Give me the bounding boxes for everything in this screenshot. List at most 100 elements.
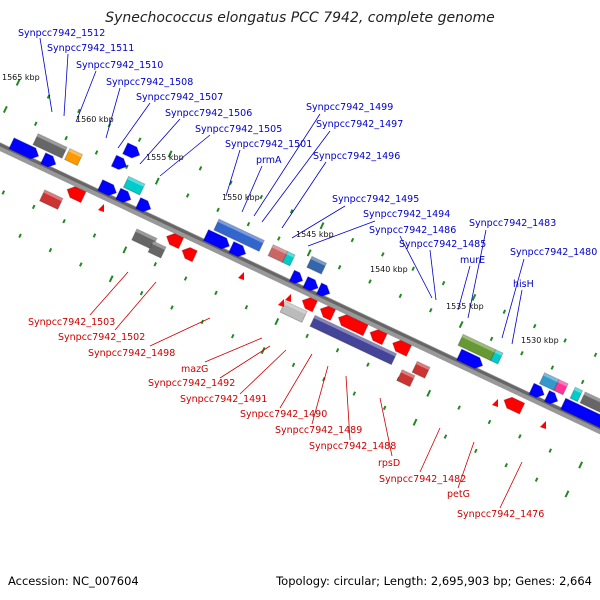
scale-label: 1540 kbp [370,265,408,274]
gene-label[interactable]: Synpcc7942_1508 [106,77,193,88]
leader-line [225,149,241,197]
gene-label[interactable]: Synpcc7942_1476 [457,509,544,520]
gene-label[interactable]: petG [447,489,470,500]
leader-line [457,441,475,489]
feature-track [8,133,600,429]
tick-mark [154,177,160,185]
gene-arrow [337,314,369,337]
gene-label[interactable]: Synpcc7942_1491 [180,394,267,405]
gene-label[interactable]: Synpcc7942_1502 [58,332,145,343]
gene-arrow [181,246,199,263]
gene-label[interactable]: Synpcc7942_1507 [136,92,223,103]
gene-block [489,349,504,365]
tick-mark [382,405,387,411]
tick-mark [259,194,264,200]
tick-mark [170,305,174,310]
gene-arrow [301,297,319,313]
gene-label[interactable]: Synpcc7942_1483 [469,218,556,229]
tick-mark [198,166,203,171]
tick-mark [335,348,340,353]
gene-block [538,372,560,392]
tick-mark [471,293,477,302]
leader-line [291,205,346,239]
gene-label[interactable]: Synpcc7942_1497 [316,119,403,130]
tick-mark [487,419,492,425]
gene-label[interactable]: Synpcc7942_1490 [240,409,327,420]
gene-label[interactable]: Synpcc7942_1512 [18,28,105,39]
scale-label: 1560 kbp [76,115,114,124]
tick-mark [412,418,418,426]
reverse-gene-labels: Synpcc7942_1503 Synpcc7942_1502 Synpcc79… [28,317,544,520]
gene-arrow [315,282,331,297]
gene-label[interactable]: Synpcc7942_1488 [309,441,396,452]
genome-title: Synechococcus elongatus PCC 7942, comple… [105,10,495,26]
tick-mark [108,275,114,283]
gene-label[interactable]: Synpcc7942_1480 [510,247,597,258]
gene-block [569,386,584,403]
gene-block [213,218,265,252]
gene-label[interactable]: Synpcc7942_1485 [399,239,486,250]
gene-block [267,244,289,264]
gene-block [411,360,431,379]
leader-line [204,337,263,363]
gene-arrow [392,339,413,357]
tick-mark [122,246,128,254]
marker [285,294,291,302]
gene-label[interactable]: mazG [181,364,208,375]
tick-mark [578,461,584,469]
gene-label[interactable]: Synpcc7942_1486 [369,225,456,236]
forward-gene-labels: Synpcc7942_1512 Synpcc7942_1511 Synpcc79… [18,28,597,290]
tick-mark [520,351,524,356]
gene-label[interactable]: Synpcc7942_1489 [275,425,362,436]
tick-mark [502,309,507,315]
gene-label[interactable]: murE [460,255,485,266]
gene-arrow [369,329,388,346]
gene-block [38,189,64,211]
tick-mark [564,490,570,498]
marker [492,399,498,407]
gene-arrow [165,233,185,250]
leader-line [105,87,121,139]
gene-label[interactable]: hisH [513,279,534,290]
gene-label[interactable]: Synpcc7942_1511 [47,43,134,54]
scale-label: 1530 kbp [521,336,559,345]
gene-label[interactable]: Synpcc7942_1506 [165,108,252,119]
tick-mark [534,477,539,482]
leader-line [239,349,287,395]
gene-label[interactable]: Synpcc7942_1492 [148,378,235,389]
leader-line [429,249,437,301]
tick-mark [48,247,53,253]
gene-label[interactable]: Synpcc7942_1505 [195,124,282,135]
gene-label[interactable]: Synpcc7942_1499 [306,102,393,113]
gene-label[interactable]: Synpcc7942_1498 [88,348,175,359]
gene-label[interactable]: Synpcc7942_1494 [363,209,450,220]
gene-label[interactable]: Synpcc7942_1482 [379,474,466,485]
gene-label[interactable]: prmA [256,155,282,166]
gene-label[interactable]: Synpcc7942_1495 [332,194,419,205]
gene-block [63,148,84,167]
gene-arrow [39,152,57,168]
gene-label[interactable]: rpsD [378,458,400,469]
scale-labels: 1565 kbp 1560 kbp 1555 kbp 1550 kbp 1545… [2,73,559,345]
tick-mark [563,338,567,343]
gene-block [309,314,398,366]
gene-label[interactable]: Synpcc7942_1510 [76,60,163,71]
gene-label[interactable]: Synpcc7942_1501 [225,139,312,150]
tick-mark [77,108,81,114]
tick-mark [350,237,355,243]
gene-block [457,333,497,362]
gene-block [281,250,296,267]
tick-mark [504,463,508,468]
tick-mark [79,262,83,267]
leader-line [159,134,211,177]
gene-label[interactable]: Synpcc7942_1496 [313,151,400,162]
leader-line [253,113,321,217]
leader-line [501,258,525,339]
tick-mark [548,448,553,453]
scale-label: 1535 kbp [446,302,484,311]
gene-arrow [528,382,545,399]
gene-label[interactable]: Synpcc7942_1503 [28,317,115,328]
tick-mark [62,218,66,224]
leader-line [39,37,53,113]
gene-arrow [228,240,247,258]
